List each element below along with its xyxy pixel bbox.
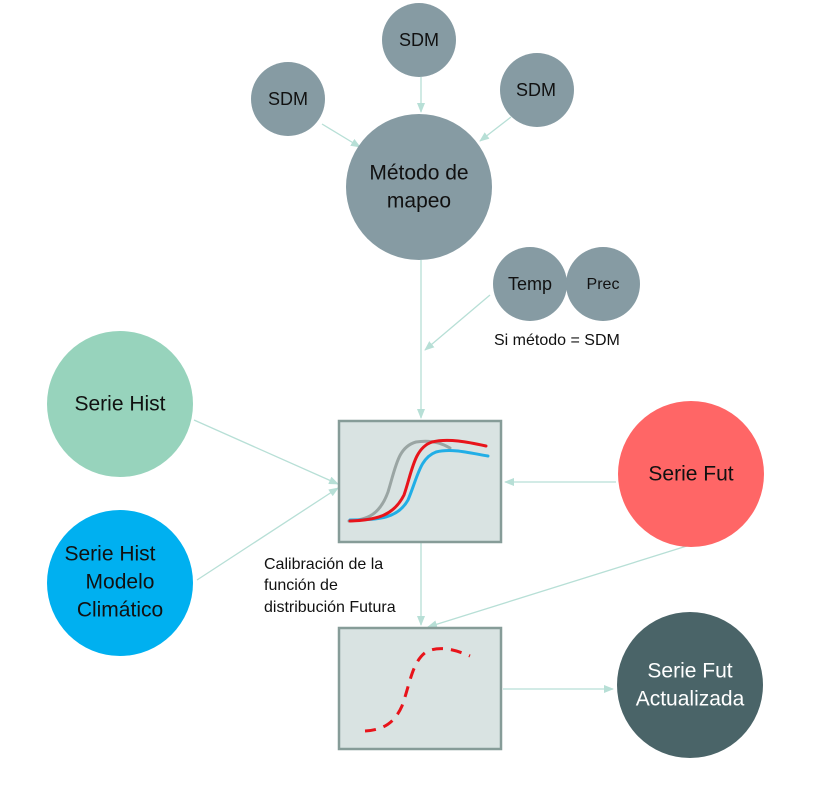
result-box — [337, 626, 503, 751]
sdm-node-right: SDM — [500, 53, 574, 127]
arrow-serie-hist-modelo-to-calibration-box — [196, 487, 339, 581]
serie-hist-label: Serie Hist — [74, 393, 165, 416]
serie-hist-modelo-label-line-1: Serie Hist — [64, 543, 155, 566]
sdm-node-left-label: SDM — [268, 89, 308, 109]
sdm-node-left-circle — [251, 62, 325, 136]
temp-node: Temp — [493, 247, 567, 321]
arrow-sdm-left-to-metodo — [321, 123, 361, 148]
prec-label: Prec — [587, 276, 620, 293]
temp-label: Temp — [508, 274, 552, 294]
cdf-curve-red — [348, 438, 488, 523]
sdm-node-top: SDM — [382, 3, 456, 77]
arrow-serie-hist-to-calibration-box — [193, 419, 339, 485]
result-box-frame — [337, 626, 503, 751]
metodo-mapeo-label-line-1: Método de — [369, 162, 468, 185]
calibracion-annotation-line-3: distribución Futura — [264, 599, 396, 616]
sdm-node-right-label: SDM — [516, 80, 556, 100]
arrow-sdm-right-to-metodo — [479, 116, 512, 142]
cdf-curve-future-dashed — [364, 647, 471, 733]
serie-fut-actualizada-label-line-2: Actualizada — [636, 688, 745, 711]
serie-hist-modelo-label-line-3: Climático — [77, 599, 163, 622]
serie-fut-actualizada-circle — [617, 612, 763, 758]
serie-fut-label: Serie Fut — [648, 463, 733, 486]
prec-circle — [566, 247, 640, 321]
sdm-node-left: SDM — [251, 62, 325, 136]
si-metodo-annotation: Si método = SDM — [494, 332, 620, 349]
serie-hist-circle — [47, 331, 193, 477]
serie-hist-modelo-circle — [47, 510, 193, 656]
serie-fut-node: Serie Fut — [618, 401, 764, 547]
prec-node: Prec — [566, 247, 640, 321]
metodo-mapeo-circle — [346, 114, 492, 260]
serie-fut-actualizada-label-line-1: Serie Fut — [647, 660, 732, 683]
temp-circle — [493, 247, 567, 321]
arrow-temp-to-metodo-line — [424, 294, 491, 351]
calibration-box — [337, 419, 503, 544]
serie-hist-modelo-node: Serie Hist Modelo Climático — [47, 510, 193, 656]
connectors — [193, 77, 691, 693]
serie-hist-node: Serie Hist — [47, 331, 193, 477]
metodo-mapeo-label-line-2: mapeo — [387, 190, 451, 213]
serie-hist-modelo-label-line-2: Modelo — [86, 571, 155, 594]
sdm-node-right-circle — [500, 53, 574, 127]
metodo-mapeo-node: Método de mapeo — [346, 114, 492, 260]
calibration-box-frame — [337, 419, 503, 544]
calibracion-annotation-line-2: función de — [264, 577, 338, 594]
cdf-curve-blue — [348, 449, 490, 522]
calibracion-annotation-line-1: Calibración de la — [264, 556, 383, 573]
serie-fut-actualizada-node: Serie Fut Actualizada — [617, 612, 763, 758]
sdm-node-top-circle — [382, 3, 456, 77]
sdm-node-top-label: SDM — [399, 30, 439, 50]
arrow-serie-fut-to-result-box — [427, 544, 691, 629]
serie-fut-circle — [618, 401, 764, 547]
